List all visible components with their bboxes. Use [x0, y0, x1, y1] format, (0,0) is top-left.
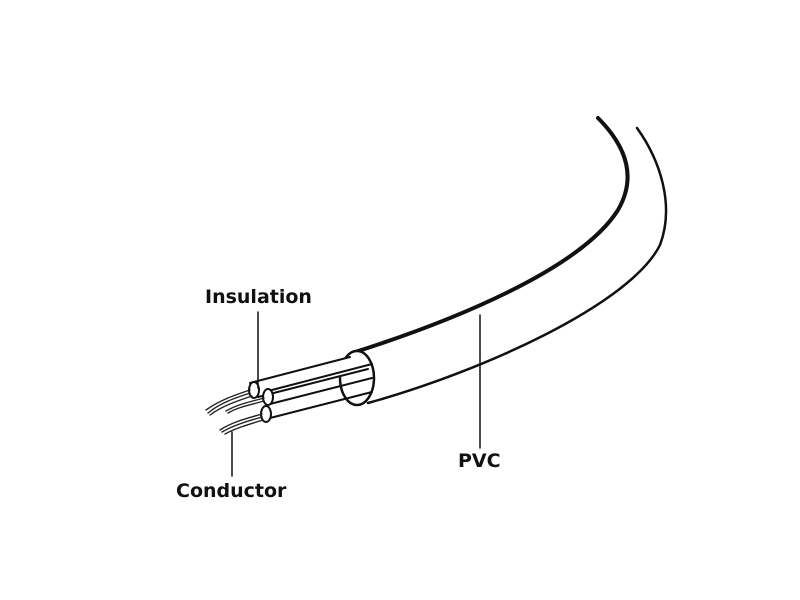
insulation-label: Insulation: [205, 286, 312, 308]
insulated-wires: [248, 356, 373, 423]
pvc-jacket-top-edge: [350, 116, 630, 355]
conductor-label: Conductor: [176, 480, 287, 502]
pvc-label: PVC: [458, 450, 501, 472]
pvc-jacket-bottom-edge: [366, 126, 668, 405]
conductor-strands: [205, 389, 265, 435]
